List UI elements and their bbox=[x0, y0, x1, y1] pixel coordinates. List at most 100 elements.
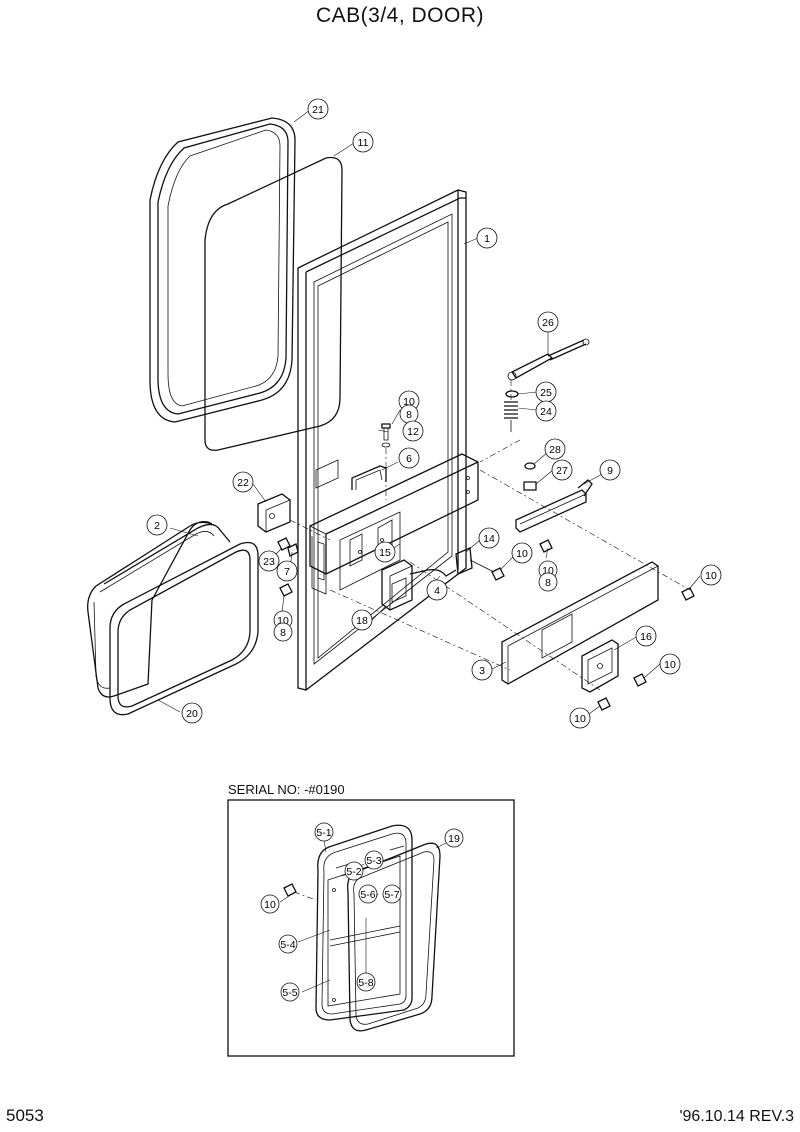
svg-text:4: 4 bbox=[434, 585, 440, 597]
svg-text:3: 3 bbox=[479, 665, 485, 677]
callout-8-top: 8 bbox=[399, 404, 419, 424]
svg-text:5-7: 5-7 bbox=[384, 889, 399, 901]
callout-14: 14 bbox=[478, 527, 500, 549]
callout-2: 2 bbox=[146, 514, 168, 536]
callout-8-left: 8 bbox=[273, 622, 293, 642]
callout-20: 20 bbox=[181, 702, 203, 724]
callout-8-mid: 8 bbox=[538, 572, 558, 592]
callout-18: 18 bbox=[351, 609, 373, 631]
svg-text:5-2: 5-2 bbox=[346, 866, 361, 878]
lock-body-18 bbox=[381, 559, 413, 611]
callout-22: 22 bbox=[232, 471, 254, 493]
revision-date: '96.10.14 REV.3 bbox=[679, 1108, 794, 1125]
callout-3: 3 bbox=[471, 659, 493, 681]
door-frame-1 bbox=[297, 189, 467, 691]
callout-24: 24 bbox=[535, 400, 557, 422]
svg-text:20: 20 bbox=[186, 708, 198, 720]
callout-6: 6 bbox=[398, 447, 420, 469]
svg-text:22: 22 bbox=[237, 477, 249, 489]
svg-text:10: 10 bbox=[542, 565, 554, 577]
svg-text:5-3: 5-3 bbox=[366, 855, 381, 867]
inset-callout-5-8: 5-8 bbox=[356, 972, 376, 992]
svg-text:5-6: 5-6 bbox=[360, 889, 375, 901]
svg-text:12: 12 bbox=[407, 426, 419, 438]
svg-text:9: 9 bbox=[607, 465, 613, 477]
page-title: CAB(3/4, DOOR) bbox=[315, 4, 485, 27]
page-number: 5053 bbox=[6, 1106, 44, 1125]
svg-text:8: 8 bbox=[280, 627, 286, 639]
svg-text:21: 21 bbox=[312, 104, 324, 116]
svg-text:10: 10 bbox=[705, 570, 717, 582]
inset-callout-5-1: 5-1 bbox=[314, 822, 334, 842]
gas-spring-26 bbox=[507, 338, 590, 381]
svg-text:10: 10 bbox=[516, 548, 528, 560]
inset-callout-19: 19 bbox=[444, 828, 464, 848]
callout-16: 16 bbox=[635, 625, 657, 647]
trim-panel-3 bbox=[501, 561, 659, 685]
svg-text:10: 10 bbox=[277, 615, 289, 627]
latch-14 bbox=[455, 547, 495, 575]
callout-23: 23 bbox=[258, 550, 280, 572]
svg-text:24: 24 bbox=[540, 406, 552, 418]
callout-10-lower: 10 bbox=[659, 653, 681, 675]
callout-1: 1 bbox=[476, 227, 498, 249]
svg-text:10: 10 bbox=[664, 659, 676, 671]
leader-lines bbox=[157, 109, 701, 717]
inset-screw bbox=[283, 883, 297, 897]
callout-21: 21 bbox=[307, 98, 329, 120]
inset-seal-19 bbox=[347, 842, 441, 1032]
rod-4 bbox=[409, 568, 457, 577]
svg-text:14: 14 bbox=[483, 533, 495, 545]
o-ring-25 bbox=[505, 390, 519, 398]
svg-text:10: 10 bbox=[574, 713, 586, 725]
callout-12: 12 bbox=[402, 420, 424, 442]
callout-15: 15 bbox=[374, 541, 396, 563]
svg-text:5-5: 5-5 bbox=[282, 987, 297, 999]
callout-26: 26 bbox=[537, 311, 559, 333]
inset-callout-5-7: 5-7 bbox=[382, 884, 402, 904]
inset-callout-5-5: 5-5 bbox=[280, 982, 300, 1002]
escutcheon-16 bbox=[581, 639, 619, 693]
spring-24 bbox=[504, 401, 518, 432]
nut-27 bbox=[523, 481, 537, 491]
glass-pane-11 bbox=[204, 156, 343, 451]
svg-text:10: 10 bbox=[264, 899, 276, 911]
svg-text:5-8: 5-8 bbox=[358, 977, 373, 989]
inset-callout-5-4: 5-4 bbox=[278, 934, 298, 954]
svg-text:8: 8 bbox=[545, 577, 551, 589]
svg-text:5-4: 5-4 bbox=[280, 939, 295, 951]
bracket-22 bbox=[257, 493, 291, 533]
callout-7: 7 bbox=[276, 560, 298, 582]
svg-text:19: 19 bbox=[448, 833, 460, 845]
svg-text:11: 11 bbox=[358, 137, 369, 149]
callout-10-mid: 10 bbox=[511, 542, 533, 564]
washer-28 bbox=[524, 462, 536, 470]
svg-text:6: 6 bbox=[406, 453, 412, 465]
svg-text:1: 1 bbox=[484, 233, 490, 245]
callout-28: 28 bbox=[544, 438, 566, 460]
inset-frame bbox=[227, 799, 515, 1057]
svg-text:25: 25 bbox=[540, 387, 552, 399]
callout-9: 9 bbox=[599, 459, 621, 481]
svg-text:5-1: 5-1 bbox=[316, 827, 331, 839]
callout-4: 4 bbox=[426, 579, 448, 601]
inset-callout-10: 10 bbox=[260, 894, 280, 914]
handle-6 bbox=[351, 465, 387, 490]
svg-text:23: 23 bbox=[263, 556, 275, 568]
callout-11: 11 bbox=[352, 131, 374, 153]
screw-10-right bbox=[277, 537, 695, 711]
screw-10a bbox=[381, 423, 391, 500]
callout-25: 25 bbox=[535, 381, 557, 403]
svg-text:26: 26 bbox=[542, 317, 554, 329]
window-seal-2 bbox=[87, 521, 231, 698]
svg-text:18: 18 bbox=[356, 615, 368, 627]
inset-detail: 5-1 5-3 5-2 19 5-6 5-7 10 5-4 5-8 5-5 bbox=[227, 799, 515, 1057]
inset-callout-5-6: 5-6 bbox=[358, 884, 378, 904]
svg-text:28: 28 bbox=[549, 444, 561, 456]
svg-text:10: 10 bbox=[403, 396, 415, 408]
inset-callout-5-2: 5-2 bbox=[344, 861, 364, 881]
svg-text:27: 27 bbox=[556, 465, 568, 477]
striker-plate-9 bbox=[515, 479, 593, 533]
inset-caption: SERIAL NO: -#0190 bbox=[228, 782, 345, 797]
